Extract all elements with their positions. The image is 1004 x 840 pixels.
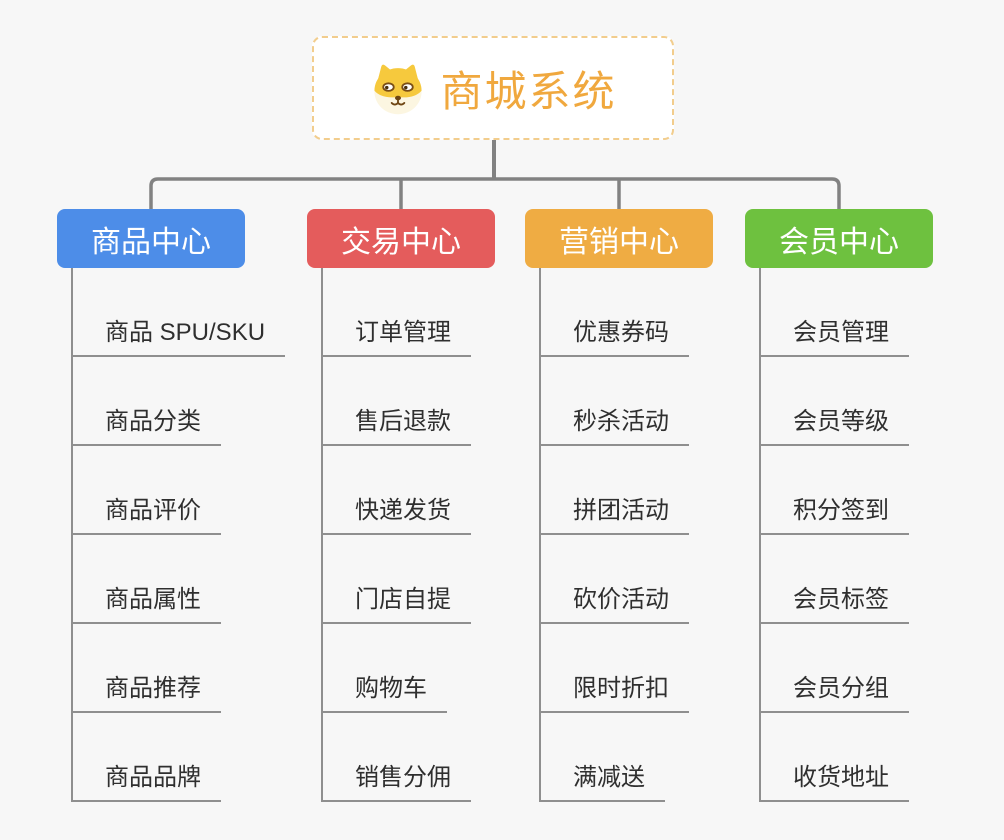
branch-product-center: 商品中心 商品 SPU/SKU 商品分类 商品评价 商品属性 商品推荐 商品品牌 (57, 209, 286, 802)
branch-member-center: 会员中心 会员管理 会员等级 积分签到 会员标签 会员分组 收货地址 (745, 209, 933, 802)
child-node[interactable]: 会员分组 (760, 668, 909, 713)
child-node[interactable]: 商品分类 (72, 401, 221, 446)
dog-face-icon (374, 64, 423, 115)
child-node[interactable]: 收货地址 (760, 757, 909, 802)
root-title: 商城系统 (440, 67, 617, 115)
child-node[interactable]: 快递发货 (322, 490, 471, 535)
child-node[interactable]: 购物车 (322, 668, 447, 713)
branch-items: 会员管理 会员等级 积分签到 会员标签 会员分组 收货地址 (760, 268, 933, 802)
child-node[interactable]: 商品推荐 (72, 668, 221, 713)
child-node[interactable]: 优惠券码 (540, 312, 689, 357)
child-node[interactable]: 会员等级 (760, 401, 909, 446)
branch-trade-center: 交易中心 订单管理 售后退款 快递发货 门店自提 购物车 销售分佣 (307, 209, 495, 802)
branch-child-connector (539, 268, 541, 802)
branch-items: 订单管理 售后退款 快递发货 门店自提 购物车 销售分佣 (322, 268, 495, 802)
child-node[interactable]: 会员管理 (760, 312, 909, 357)
child-node[interactable]: 商品评价 (72, 490, 221, 535)
branch-items: 商品 SPU/SKU 商品分类 商品评价 商品属性 商品推荐 商品品牌 (72, 268, 286, 802)
branch-child-connector (321, 268, 323, 802)
child-node[interactable]: 积分签到 (760, 490, 909, 535)
child-node[interactable]: 秒杀活动 (540, 401, 689, 446)
branch-items: 优惠券码 秒杀活动 拼团活动 砍价活动 限时折扣 满减送 (540, 268, 713, 802)
branch-child-connector (759, 268, 761, 802)
branch-node-member-center[interactable]: 会员中心 (745, 209, 933, 268)
child-node[interactable]: 门店自提 (322, 579, 471, 624)
branch-node-product-center[interactable]: 商品中心 (57, 209, 245, 268)
child-node[interactable]: 商品 SPU/SKU (72, 312, 286, 357)
child-node[interactable]: 销售分佣 (322, 757, 471, 802)
branch-node-marketing-center[interactable]: 营销中心 (525, 209, 713, 268)
child-node[interactable]: 订单管理 (322, 312, 471, 357)
child-node[interactable]: 商品品牌 (72, 757, 221, 802)
child-node[interactable]: 会员标签 (760, 579, 909, 624)
branch-node-trade-center[interactable]: 交易中心 (307, 209, 495, 268)
child-node[interactable]: 拼团活动 (540, 490, 689, 535)
child-node[interactable]: 限时折扣 (540, 668, 689, 713)
root-node[interactable]: 商城系统 (312, 36, 674, 140)
branch-marketing-center: 营销中心 优惠券码 秒杀活动 拼团活动 砍价活动 限时折扣 满减送 (525, 209, 713, 802)
branch-child-connector (71, 268, 73, 802)
child-node[interactable]: 满减送 (540, 757, 665, 802)
child-node[interactable]: 售后退款 (322, 401, 471, 446)
child-node[interactable]: 砍价活动 (540, 579, 689, 624)
child-node[interactable]: 商品属性 (72, 579, 221, 624)
